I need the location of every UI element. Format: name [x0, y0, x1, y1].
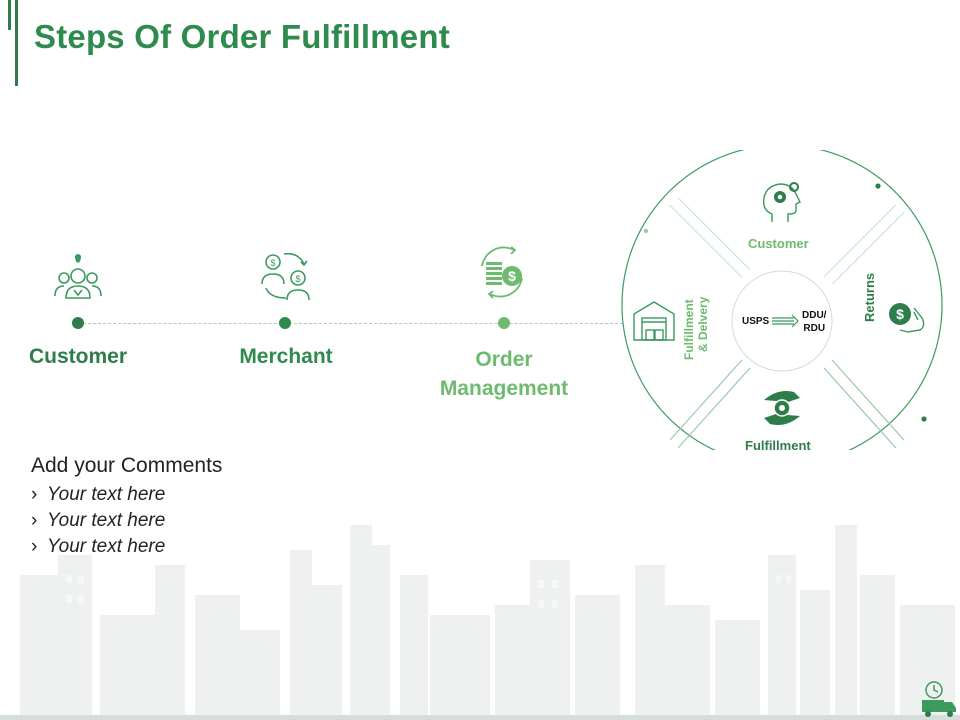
fulfillment-cycle-diagram: [621, 150, 943, 450]
step-marker: [72, 317, 84, 329]
wheel-label-fulfillment: Fulfillment: [745, 438, 811, 453]
merchant-exchange-icon: $ $: [261, 252, 310, 301]
head-gears-icon: [762, 182, 801, 222]
wheel-label-customer: Customer: [748, 236, 809, 251]
accent-bar: [15, 0, 18, 86]
warehouse-icon: [633, 301, 675, 341]
ddu-rdu-label: DDU/ RDU: [802, 310, 827, 334]
chevron-right-icon: ›: [31, 510, 38, 531]
usps-label: USPS: [742, 316, 770, 327]
comment-item: ›Your text here: [31, 484, 166, 505]
step-marker: [498, 317, 510, 329]
accent-bar: [8, 0, 11, 30]
svg-text:$: $: [295, 274, 300, 284]
city-skyline-background: [0, 525, 960, 720]
page-title: Steps Of Order Fulfillment: [34, 18, 450, 55]
svg-text:$: $: [896, 306, 904, 322]
svg-text:$: $: [270, 258, 275, 268]
customer-group-icon: [54, 254, 102, 299]
step-marker: [279, 317, 291, 329]
comment-item: ›Your text here: [31, 536, 166, 557]
chevron-right-icon: ›: [31, 484, 38, 505]
money-hand-icon: $: [889, 303, 925, 333]
comments-heading: Add your Comments: [31, 454, 223, 477]
wheel-label-fulfillment-delivery: Fulfillment & Delvery: [682, 296, 710, 360]
delivery-truck-icon: [922, 681, 956, 717]
timeline-connector: [78, 323, 623, 324]
chevron-right-icon: ›: [31, 536, 38, 557]
step-label-customer: Customer: [28, 345, 128, 368]
wheel-label-returns: Returns: [862, 272, 877, 322]
svg-text:$: $: [508, 268, 516, 284]
comment-item: ›Your text here: [31, 510, 166, 531]
step-label-merchant: Merchant: [239, 345, 333, 368]
hands-gear-icon: [764, 391, 800, 425]
step-label-order-management: Order Management: [439, 348, 569, 400]
coins-cycle-icon: $: [481, 246, 523, 299]
